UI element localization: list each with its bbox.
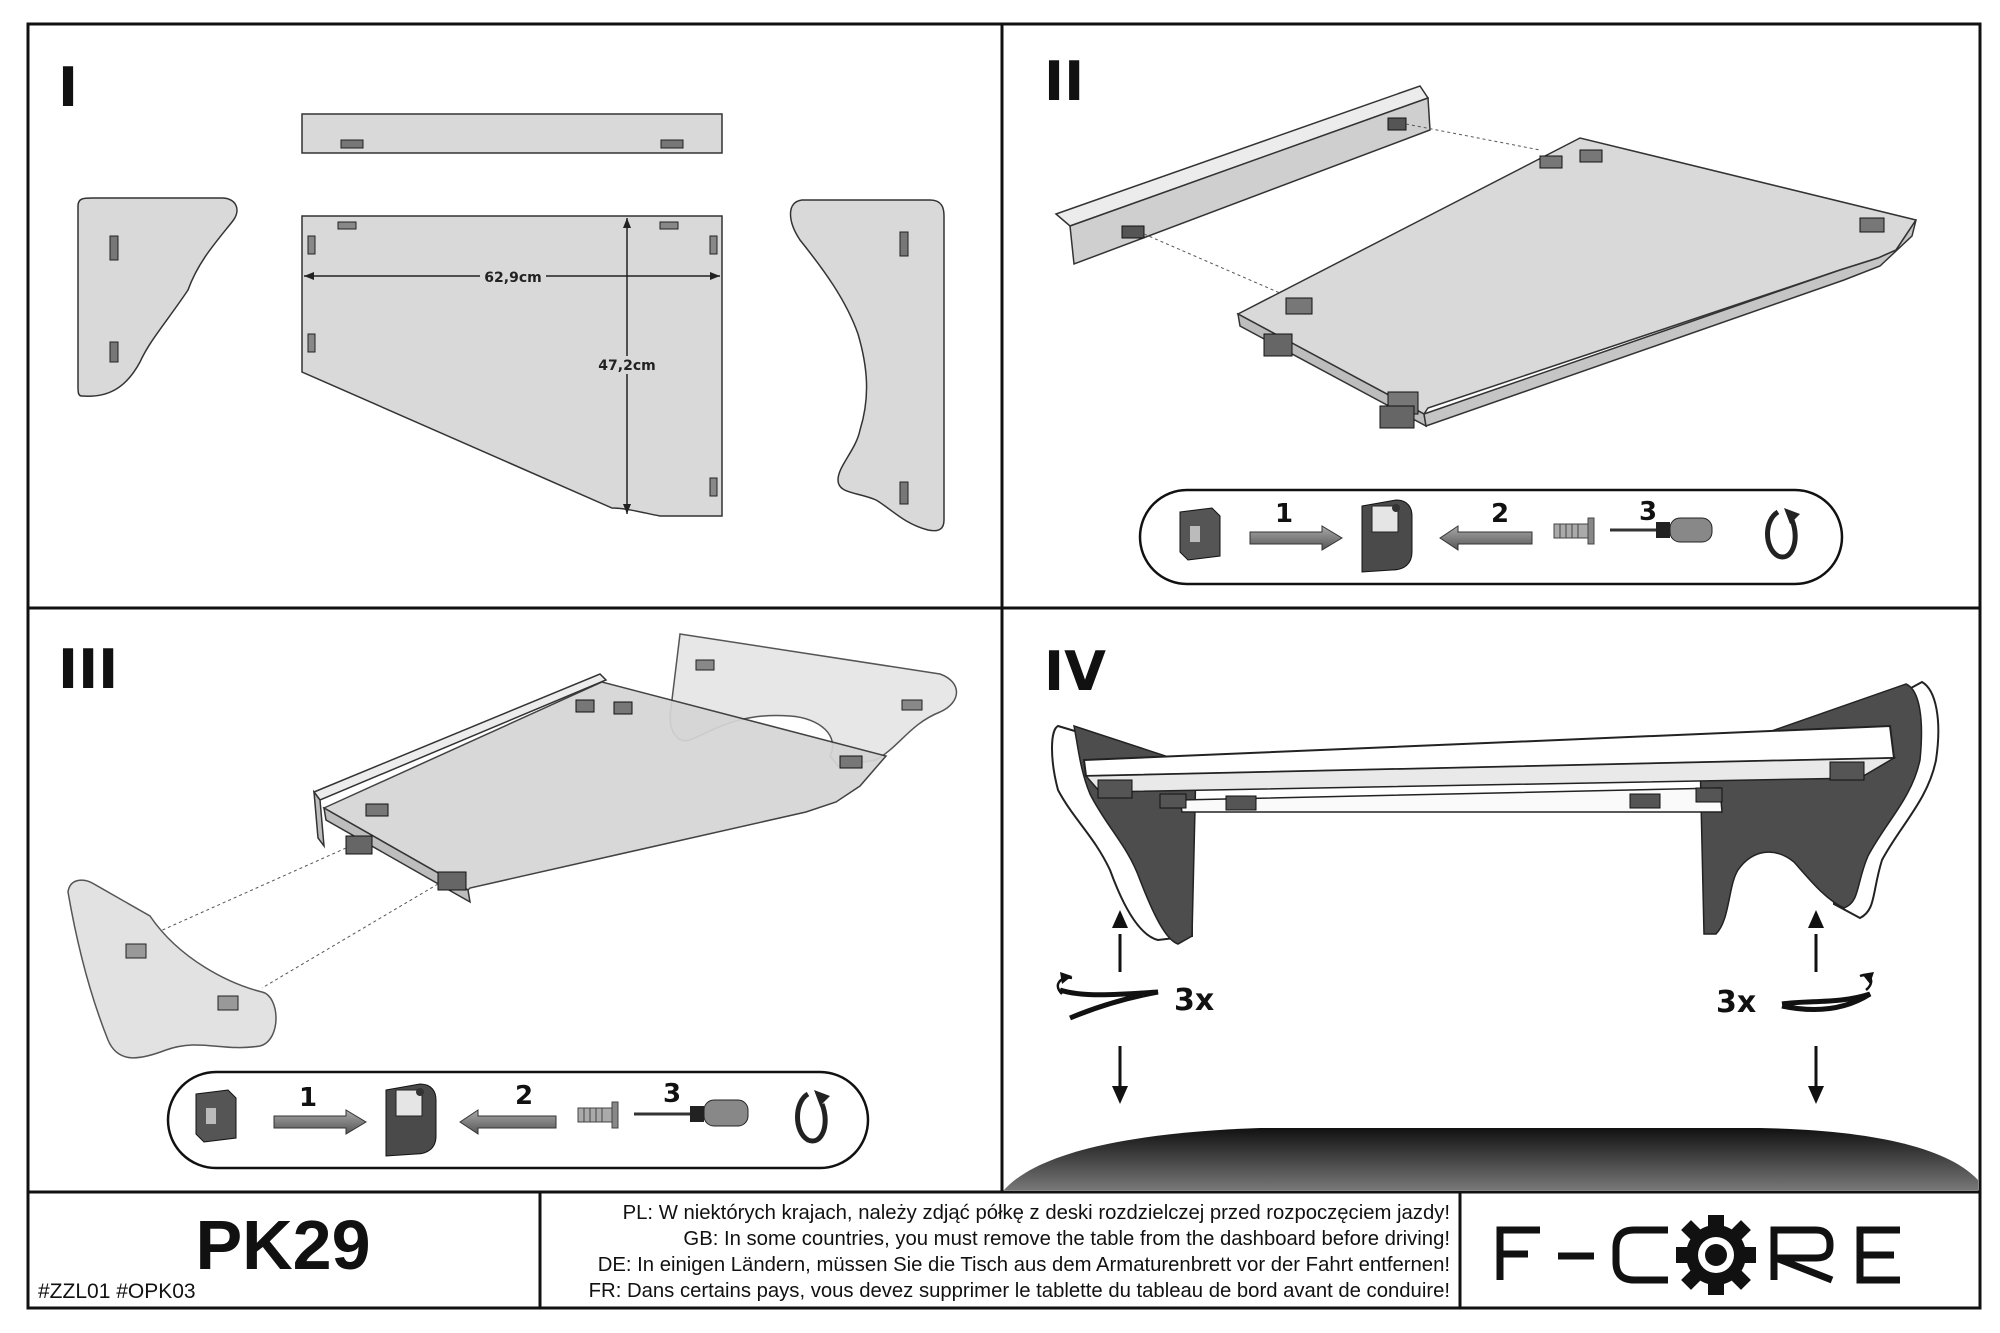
left-bracket-iso: [67, 879, 277, 1059]
sheet-frame: [26, 22, 1982, 1310]
screw-icon: [577, 1101, 619, 1129]
screwdriver-icon: [634, 1099, 749, 1127]
board-iso-3: [322, 681, 888, 904]
right-lift-arrows: 3x: [1716, 910, 1874, 1104]
panel-2: II: [1044, 50, 1918, 586]
depth-dimension: 47,2cm: [598, 358, 655, 374]
rotate-arrow-icon: [1765, 508, 1800, 560]
right-bracket-side: [1699, 680, 1940, 935]
rotate-arrow-icon: [795, 1090, 830, 1144]
panel-4-numeral: IV: [1044, 640, 1106, 703]
screw-icon: [1553, 517, 1595, 545]
screwdriver-icon: [1610, 517, 1713, 543]
step-2-number: 2: [1491, 499, 1509, 529]
model-codes: #ZZL01 #OPK03: [38, 1280, 196, 1303]
rotate-arrow-icon: [1059, 987, 1159, 1021]
warning-pl: PL: W niektórych krajach, należy zdjąć p…: [622, 1202, 1450, 1224]
warning-gb: GB: In some countries, you must remove t…: [683, 1228, 1450, 1250]
panel-3: III: [58, 633, 958, 1170]
main-board-part: 62,9cm 47,2cm: [301, 215, 723, 517]
panel-1-numeral: I: [58, 56, 78, 119]
rotate-arrow-icon: [1781, 991, 1872, 1013]
right-rotation-count: 3x: [1716, 985, 1756, 1020]
gear-icon: [1676, 1215, 1756, 1295]
clip-icon: [1179, 507, 1221, 561]
step-1-number: 1: [1275, 499, 1293, 529]
back-strip-part: [301, 113, 723, 154]
left-lift-arrows: 3x: [1056, 910, 1214, 1104]
left-rotation-count: 3x: [1174, 983, 1214, 1018]
back-strip-iso-3: [312, 673, 608, 849]
dashboard-surface: [1004, 1128, 1978, 1190]
back-strip-iso: [1054, 85, 1431, 266]
panel-1: I 62: [58, 56, 945, 532]
left-bracket-part: [77, 197, 238, 397]
warning-de: DE: In einigen Ländern, müssen Sie die T…: [597, 1254, 1450, 1276]
panel-4: IV: [1004, 640, 1978, 1190]
board-iso: [1236, 137, 1918, 429]
step-3-number: 3: [1639, 497, 1657, 527]
connector-icon: [385, 1083, 437, 1157]
panel-2-numeral: II: [1044, 50, 1084, 113]
brand-logo: [1496, 1215, 1900, 1295]
step-3-number-3: 3: [663, 1079, 681, 1109]
model-info: PK29 #ZZL01 #OPK03: [28, 1192, 538, 1303]
model-name: PK29: [195, 1206, 371, 1284]
steps-box-2: 1 2 3: [1138, 488, 1844, 586]
step-2-number-3: 2: [515, 1081, 533, 1111]
steps-box-3: 1 2 3: [166, 1070, 870, 1170]
width-dimension: 62,9cm: [484, 270, 541, 286]
tabletop-front: [1082, 724, 1897, 813]
clip-icon: [195, 1089, 237, 1143]
step-1-number-3: 1: [299, 1083, 317, 1113]
warning-fr: FR: Dans certains pays, vous devez suppr…: [588, 1280, 1450, 1302]
panel-3-numeral: III: [58, 638, 118, 701]
right-bracket-part: [789, 199, 945, 532]
connector-icon: [1361, 499, 1413, 573]
safety-warnings: PL: W niektórych krajach, należy zdjąć p…: [544, 1200, 1450, 1304]
